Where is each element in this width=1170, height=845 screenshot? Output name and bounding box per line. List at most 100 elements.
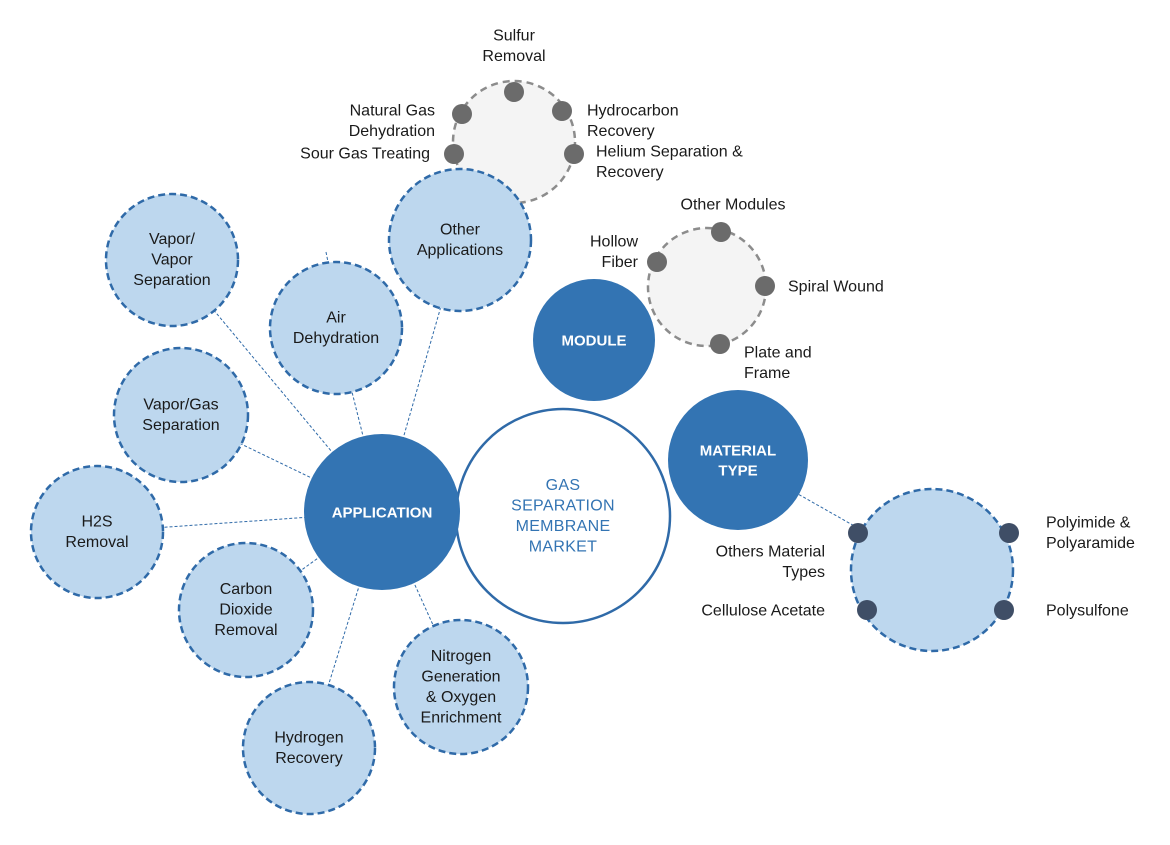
dot-cellulose-acetate <box>857 600 877 620</box>
item-label-helium-separation-line: Helium Separation & <box>596 143 743 160</box>
hub-label-material-type-line: MATERIAL <box>700 443 776 460</box>
segment-label-other-applications-line: Applications <box>417 242 503 259</box>
segment-label-h2s-removal-line: Removal <box>65 534 128 551</box>
item-label-spiral-wound: Spiral Wound <box>788 279 884 296</box>
segment-label-hydrogen-recovery-line: Hydrogen <box>274 729 343 746</box>
segment-label-carbon-dioxide-removal-line: Dioxide <box>219 602 272 619</box>
connector-stub <box>325 251 329 263</box>
dot-hydrocarbon-recovery <box>552 101 572 121</box>
segment-label-nitrogen-generation-line: & Oxygen <box>426 689 496 706</box>
dot-others-material-types <box>848 523 868 543</box>
hub-material-type <box>668 390 808 530</box>
segment-label-carbon-dioxide-removal-line: Carbon <box>220 581 272 598</box>
dot-spiral-wound <box>755 276 775 296</box>
segment-other-applications <box>387 167 533 313</box>
market-title-line: GAS <box>546 477 581 494</box>
segment-nitrogen-generation <box>392 618 530 756</box>
item-label-hydrocarbon-recovery-line: Hydrocarbon <box>587 102 679 119</box>
item-label-sulfur-removal-line: Sulfur <box>493 27 535 44</box>
material-type-cluster <box>849 487 1015 653</box>
sub-clusters <box>451 79 1015 653</box>
item-label-cellulose-acetate-line: Cellulose Acetate <box>701 603 825 620</box>
segment-label-carbon-dioxide-removal-line: Removal <box>214 622 277 639</box>
item-label-sour-gas-treating: Sour Gas Treating <box>300 146 430 163</box>
dot-helium-separation <box>564 144 584 164</box>
item-label-polyimide-polyaramide: Polyimide & Polyaramide <box>1046 514 1135 552</box>
segment-label-h2s-removal: H2S Removal <box>65 513 128 551</box>
segment-label-nitrogen-generation-line: Enrichment <box>421 709 502 726</box>
hub-label-module-line: MODULE <box>562 333 627 350</box>
hub-label-material-type: MATERIAL TYPE <box>700 443 776 480</box>
segment-hydrogen-recovery <box>241 680 377 816</box>
item-label-sour-gas-treating-line: Sour Gas Treating <box>300 146 430 163</box>
market-title-line: MEMBRANE <box>516 518 611 535</box>
item-label-plate-and-frame-line: Frame <box>744 365 790 382</box>
hub-module <box>533 279 655 401</box>
item-label-helium-separation-line: Recovery <box>596 164 664 181</box>
segment-label-other-applications-line: Other <box>440 221 481 238</box>
dot-hollow-fiber <box>647 252 667 272</box>
application-segments <box>29 167 533 816</box>
item-label-other-modules-line: Other Modules <box>681 197 786 214</box>
item-label-polyimide-polyaramide-line: Polyimide & <box>1046 514 1131 531</box>
segment-label-vapor-vapor-separation-line: Separation <box>133 272 210 289</box>
dot-sulfur-removal <box>504 82 524 102</box>
segment-label-nitrogen-generation-line: Nitrogen <box>431 648 491 665</box>
item-label-others-material-types-line: Others Material <box>716 543 825 560</box>
item-label-sulfur-removal-line: Removal <box>482 48 545 65</box>
segment-vapor-vapor-separation <box>104 192 240 328</box>
hub-label-application-line: APPLICATION <box>332 505 433 522</box>
hubs <box>304 279 808 625</box>
item-label-natural-gas-dehydration-line: Dehydration <box>349 123 435 140</box>
item-label-helium-separation: Helium Separation & Recovery <box>596 143 743 181</box>
item-label-spiral-wound-line: Spiral Wound <box>788 279 884 296</box>
item-label-polysulfone: Polysulfone <box>1046 603 1129 620</box>
item-label-hydrocarbon-recovery-line: Recovery <box>587 123 655 140</box>
hub-application <box>304 434 460 590</box>
item-label-polyimide-polyaramide-line: Polyaramide <box>1046 535 1135 552</box>
segment-label-vapor-gas-separation-line: Vapor/Gas <box>143 396 218 413</box>
dot-polyimide-polyaramide <box>999 523 1019 543</box>
dot-other-modules <box>711 222 731 242</box>
item-label-hollow-fiber-line: Hollow <box>590 233 638 250</box>
segment-vapor-gas-separation <box>112 346 250 484</box>
item-label-natural-gas-dehydration-line: Natural Gas <box>350 102 435 119</box>
dot-natural-gas-dehydration <box>452 104 472 124</box>
segment-label-vapor-vapor-separation-line: Vapor <box>151 252 193 269</box>
segment-label-air-dehydration-line: Dehydration <box>293 330 379 347</box>
segment-label-hydrogen-recovery-line: Recovery <box>275 750 343 767</box>
segment-label-vapor-vapor-separation-line: Vapor/ <box>149 231 196 248</box>
segment-label-air-dehydration-line: Air <box>326 309 346 326</box>
module-cluster <box>646 226 768 348</box>
item-label-others-material-types-line: Types <box>782 564 825 581</box>
segment-h2s-removal <box>29 464 165 600</box>
item-label-plate-and-frame-line: Plate and <box>744 344 812 361</box>
hub-label-application: APPLICATION <box>332 505 433 522</box>
segment-label-vapor-gas-separation-line: Separation <box>142 417 219 434</box>
market-title-line: MARKET <box>529 538 597 555</box>
segment-label-nitrogen-generation-line: Generation <box>421 668 500 685</box>
item-label-other-modules: Other Modules <box>681 197 786 214</box>
hub-label-material-type-line: TYPE <box>718 463 757 480</box>
segment-air-dehydration <box>268 260 404 396</box>
dot-plate-and-frame <box>710 334 730 354</box>
item-label-hollow-fiber-line: Fiber <box>602 254 639 271</box>
market-title: GAS SEPARATION MEMBRANE MARKET <box>511 477 615 556</box>
segment-label-h2s-removal-line: H2S <box>81 513 112 530</box>
dot-polysulfone <box>994 600 1014 620</box>
market-title-line: SEPARATION <box>511 497 615 514</box>
